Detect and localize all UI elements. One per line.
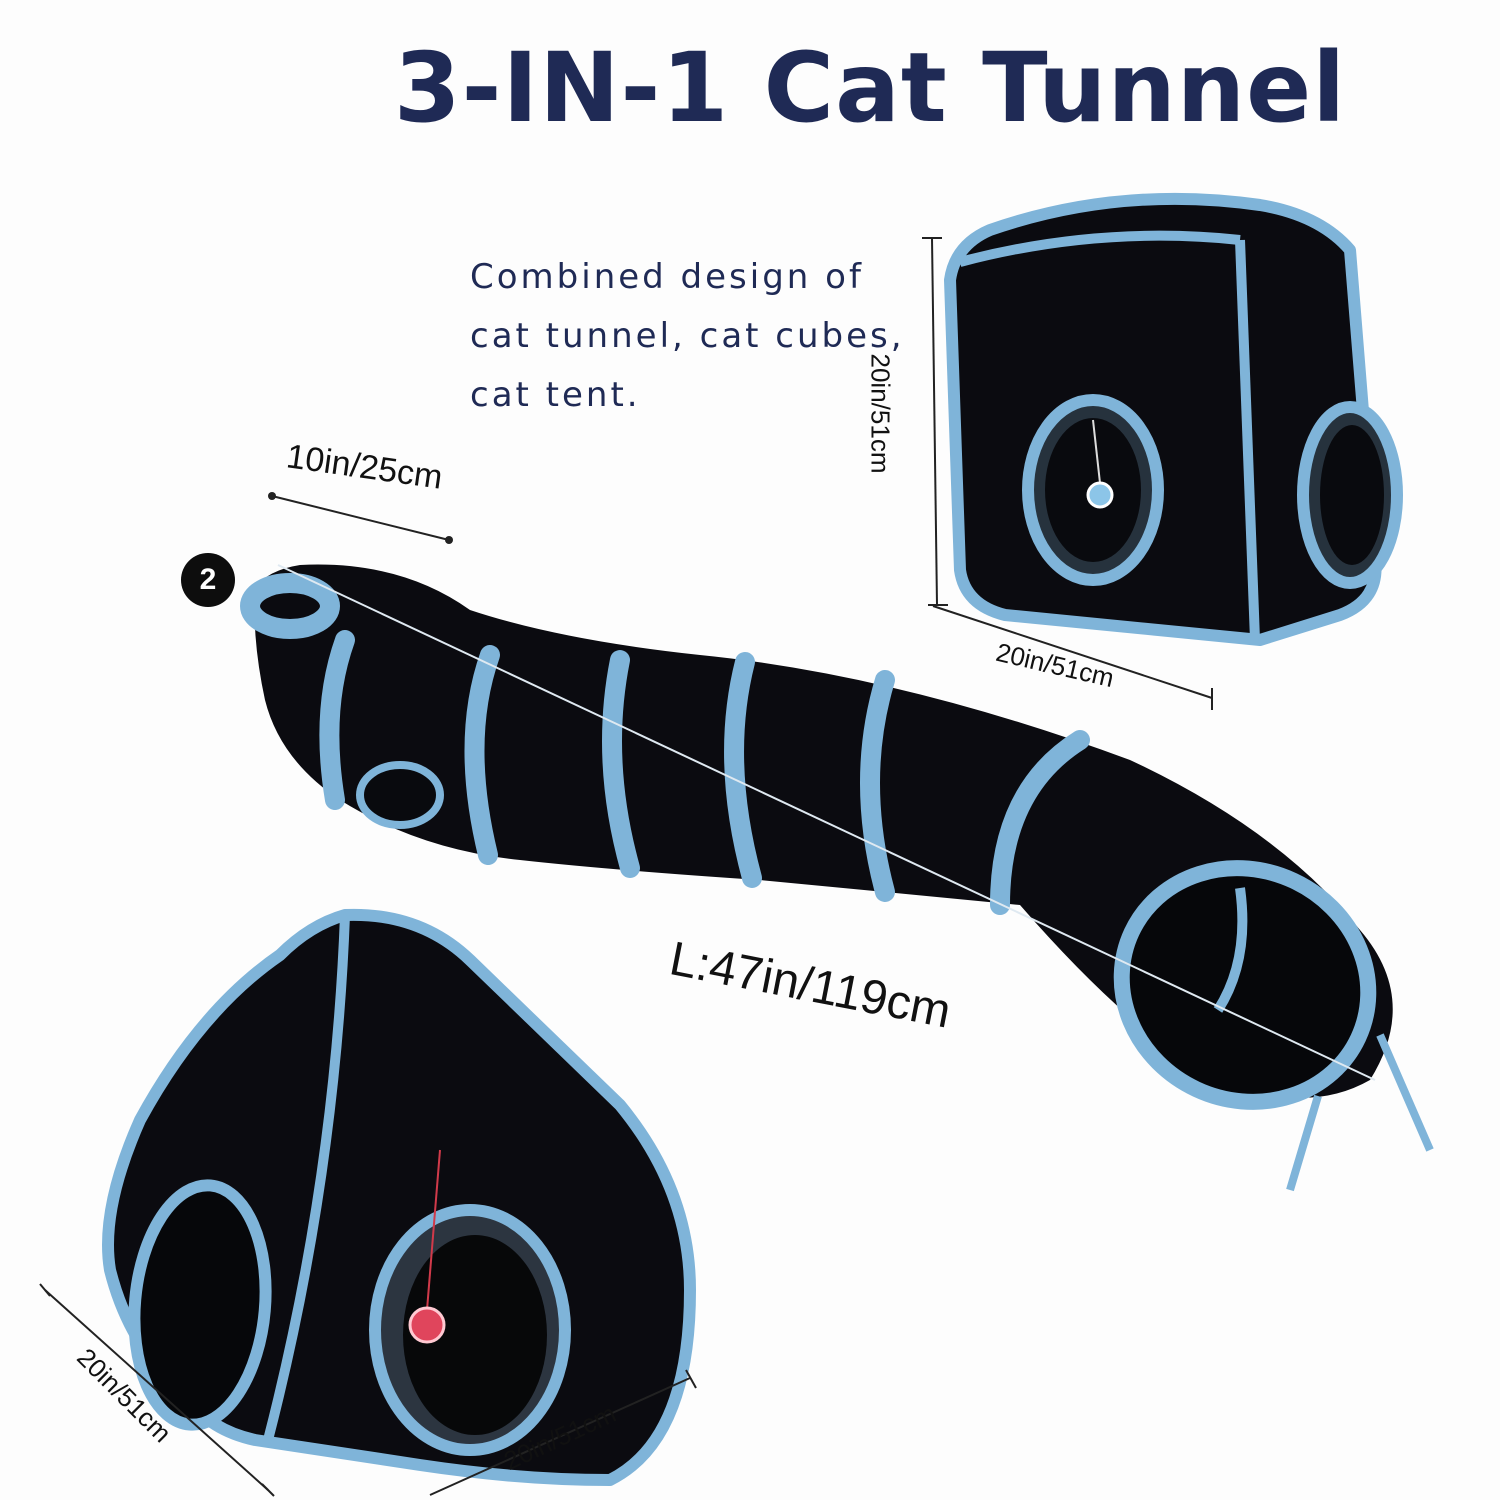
cat-cube: [944, 192, 1403, 646]
tunnel-opening-dimension: [268, 492, 453, 544]
step-badge: 2: [181, 553, 235, 607]
cube-height-label: 20in/51cm: [865, 353, 896, 474]
page-title: 3-IN-1 Cat Tunnel: [393, 32, 1347, 144]
cube-dimension-lines: [922, 237, 1213, 710]
product-description: Combined design of cat tunnel, cat cubes…: [470, 257, 905, 415]
cat-tunnel: [240, 564, 1434, 1192]
tent-dimension-lines: [39, 1283, 697, 1497]
cat-tent: [102, 908, 696, 1486]
